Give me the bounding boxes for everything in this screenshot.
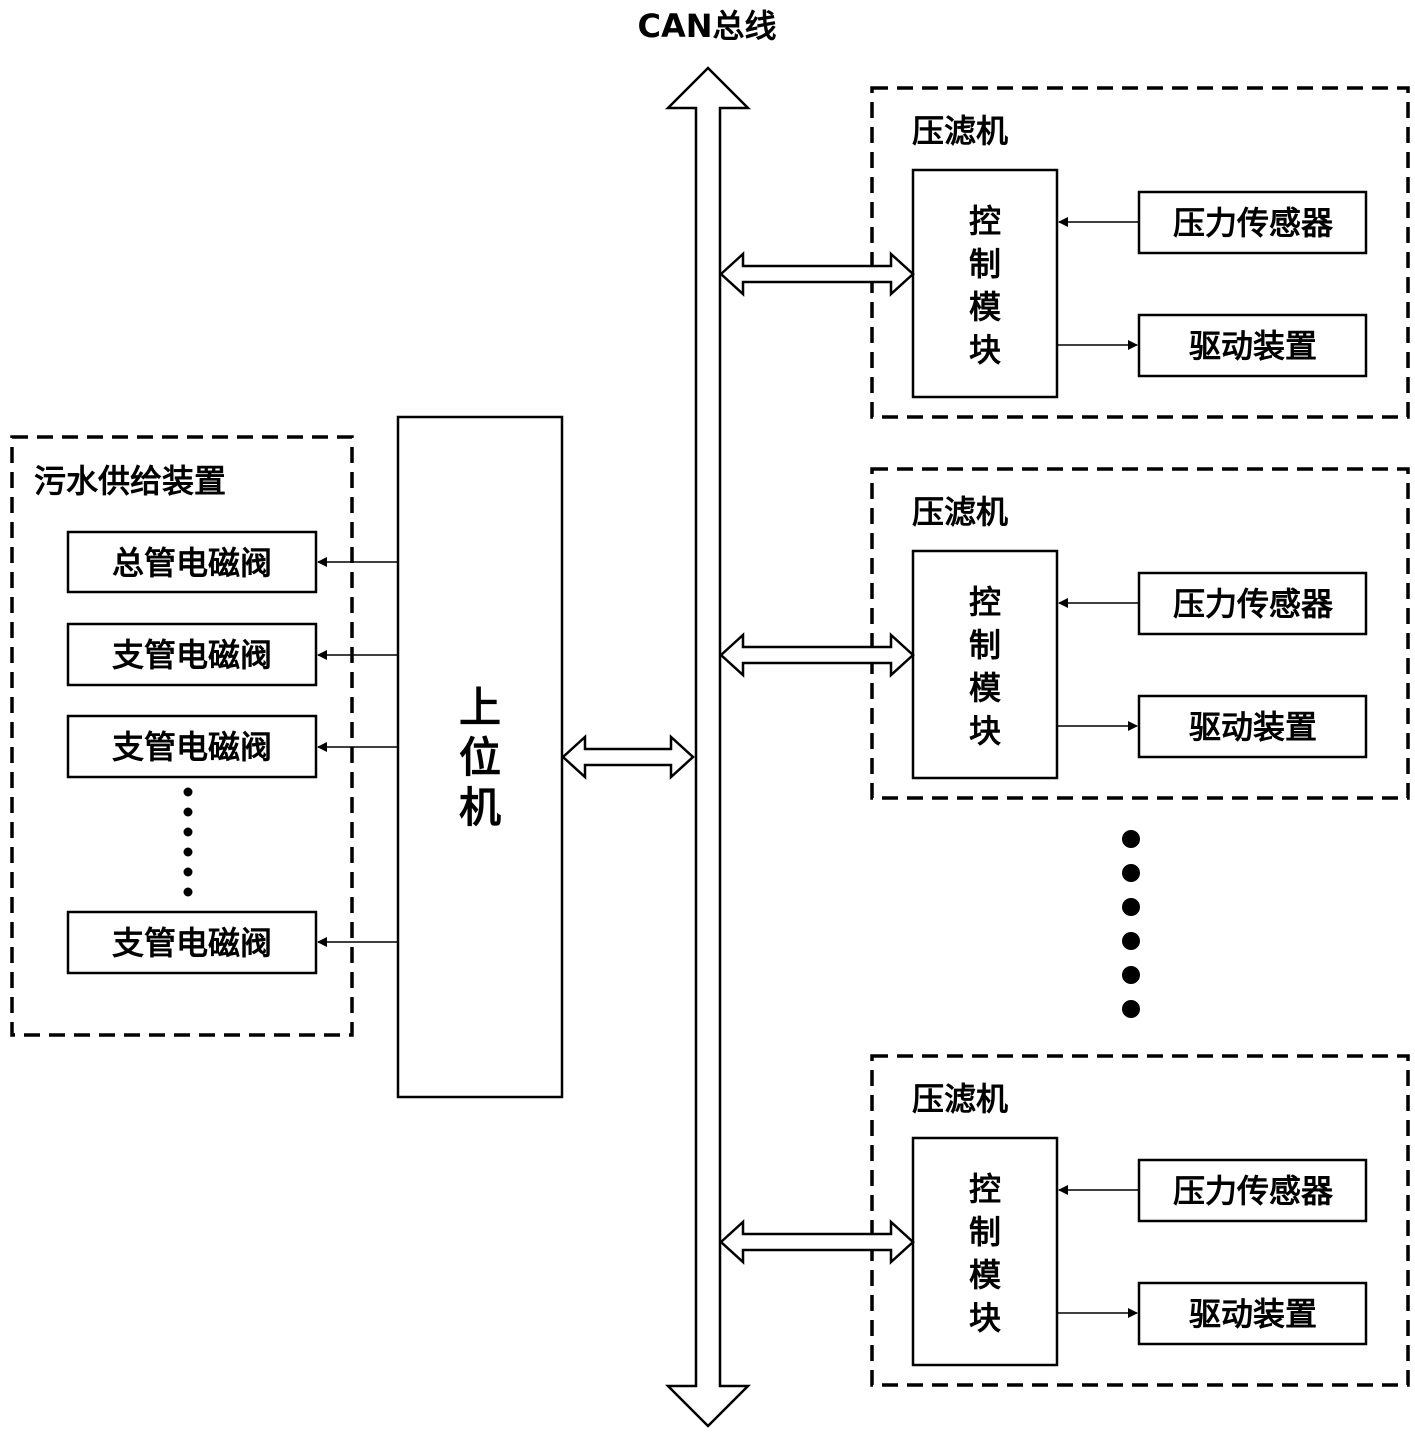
control-module-1-char-3: 模 <box>969 288 1001 326</box>
host-char-3: 机 <box>459 783 501 832</box>
drive-device-1 <box>1137 313 1368 378</box>
pressure-sensor-2-label: 压力传感器 <box>1173 585 1334 623</box>
pressure-sensor-2 <box>1137 571 1368 636</box>
drive-device-1-label: 驱动装置 <box>1189 327 1317 365</box>
control-module-3-char-3: 模 <box>969 1256 1001 1294</box>
valve-branch-n-label: 支管电磁阀 <box>112 924 272 962</box>
press-filter-2-title: 压滤机 <box>912 493 1008 531</box>
can-bus-arrow <box>664 66 752 1428</box>
drive-device-2-label: 驱动装置 <box>1189 708 1317 746</box>
press-filter-3-title: 压滤机 <box>912 1080 1008 1118</box>
valve-main-label: 总管电磁阀 <box>112 544 272 582</box>
host-bus-link-arrow <box>561 734 695 780</box>
valve-branch-1: 支管电磁阀 <box>66 622 318 687</box>
control-module-1-char-4: 块 <box>969 331 1001 369</box>
host-char-2: 位 <box>459 733 501 782</box>
host-char-1: 上 <box>459 683 501 732</box>
valve-ellipsis <box>183 787 193 897</box>
control-module-3-char-1: 控 <box>969 1170 1001 1208</box>
bus-to-control-link-arrow-3 <box>719 1219 915 1265</box>
control-module-2-char-3: 模 <box>969 669 1001 707</box>
press-filter-1-title: 压滤机 <box>912 112 1008 150</box>
pressure-sensor-3 <box>1137 1158 1368 1223</box>
can-bus-label: CAN总线 <box>637 7 776 45</box>
control-module-2 <box>911 549 1059 780</box>
press-filter-units: 压滤机控制模块压力传感器驱动装置压滤机控制模块压力传感器驱动装置压滤机控制模块压… <box>719 86 1410 1387</box>
control-module-3 <box>911 1136 1059 1367</box>
valve-main: 总管电磁阀 <box>66 530 318 594</box>
drive-device-2 <box>1137 694 1368 759</box>
control-module-2-char-1: 控 <box>969 583 1001 621</box>
press-filter-2-frame <box>870 467 1410 800</box>
bus-to-control-link-arrow-1 <box>719 251 915 297</box>
press-filter-ellipsis <box>1122 830 1140 1018</box>
control-module-2-char-4: 块 <box>969 712 1001 750</box>
control-module-3-char-2: 制 <box>969 1213 1001 1251</box>
pressure-sensor-1-label: 压力传感器 <box>1173 204 1334 242</box>
sewage-supply-title: 污水供给装置 <box>34 462 226 500</box>
control-module-1 <box>911 168 1059 399</box>
drive-device-3-label: 驱动装置 <box>1189 1295 1317 1333</box>
host-computer: 上 位 机 <box>396 415 564 1099</box>
sewage-supply-group <box>10 435 354 1037</box>
control-module-1-char-2: 制 <box>969 245 1001 283</box>
valve-branch-2-label: 支管电磁阀 <box>112 728 272 766</box>
drive-device-3 <box>1137 1281 1368 1346</box>
valve-branch-n: 支管电磁阀 <box>66 910 318 975</box>
control-module-2-char-2: 制 <box>969 626 1001 664</box>
press-filter-1-frame <box>870 86 1410 419</box>
valve-branch-1-label: 支管电磁阀 <box>112 636 272 674</box>
control-module-1-char-1: 控 <box>969 202 1001 240</box>
bus-to-control-link-arrow-2 <box>719 632 915 678</box>
valve-branch-2: 支管电磁阀 <box>66 714 318 779</box>
pressure-sensor-3-label: 压力传感器 <box>1173 1172 1334 1210</box>
press-filter-3-frame <box>870 1054 1410 1387</box>
control-module-3-char-4: 块 <box>969 1299 1001 1337</box>
